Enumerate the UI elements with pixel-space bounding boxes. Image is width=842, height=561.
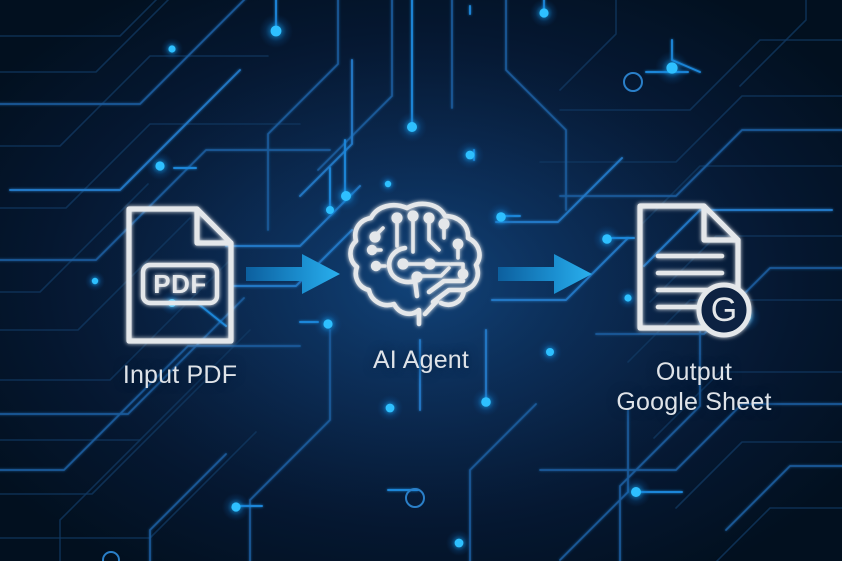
flow-step-input: PDF Input PDF xyxy=(80,203,280,391)
pdf-document-icon: PDF xyxy=(126,206,234,344)
circuit-brain-icon xyxy=(348,201,482,327)
google-badge-text: G xyxy=(711,291,737,329)
flow-step-agent: AI Agent xyxy=(336,196,506,376)
pdf-badge-text: PDF xyxy=(153,269,207,299)
flow-step-output-label: Output Google Sheet xyxy=(616,358,772,416)
google-sheet-document-icon: G xyxy=(637,203,752,338)
flow-step-agent-label: AI Agent xyxy=(372,346,470,374)
flow-step-input-label: Input PDF xyxy=(122,361,238,389)
arrow-right-icon-agent-to-output xyxy=(498,254,592,294)
brain-circuit-nodes xyxy=(366,210,469,283)
circuit-ring-node xyxy=(102,72,643,561)
flow-step-output: G Output Google Sheet xyxy=(576,200,812,417)
arrow-right-icon-input-to-agent xyxy=(246,254,340,294)
glow-dot-group xyxy=(85,0,761,556)
